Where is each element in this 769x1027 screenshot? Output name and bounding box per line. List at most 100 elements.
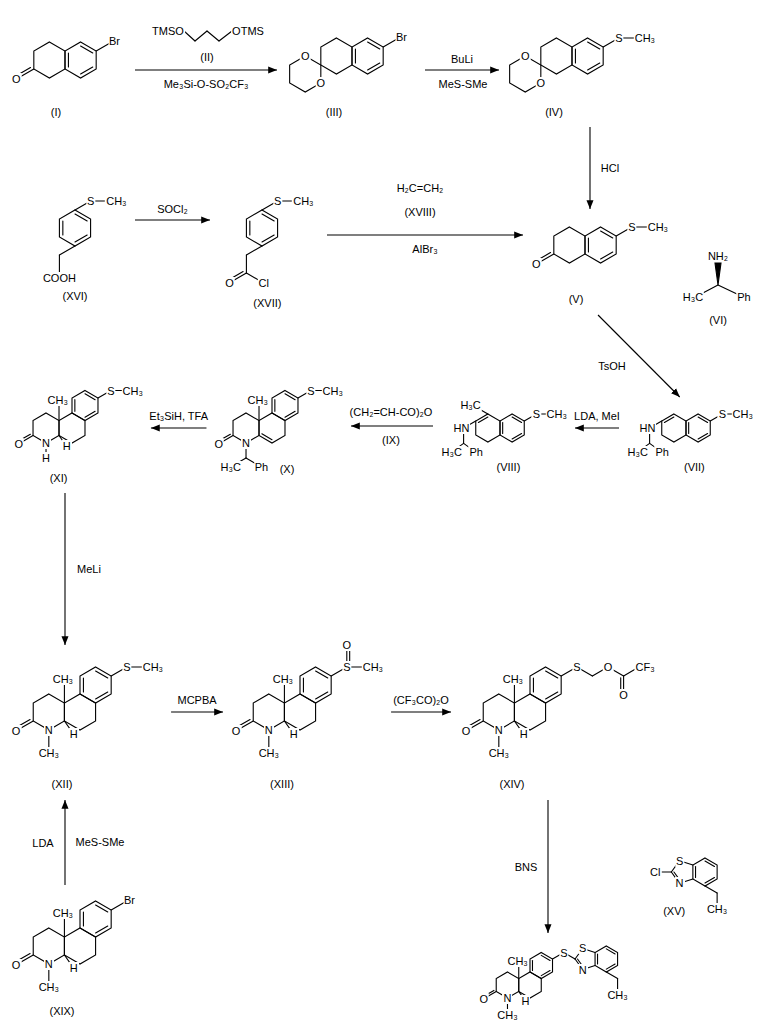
bond-line — [588, 238, 589, 252]
atom-label: S — [627, 221, 636, 233]
bond-line — [98, 391, 111, 399]
bond-line — [246, 255, 247, 273]
formula-text: OTMS — [231, 25, 265, 37]
atom-label: H — [519, 728, 529, 740]
bond-line — [553, 953, 564, 960]
wedge-bond — [715, 263, 721, 285]
reaction-arrow — [589, 127, 590, 209]
atom-label: S — [532, 408, 541, 420]
bond-line — [671, 872, 679, 883]
bond-line — [518, 964, 519, 978]
bond-line — [467, 719, 480, 726]
bond-line — [268, 730, 269, 748]
structure-drawing — [17, 901, 126, 982]
structure-drawing — [537, 227, 652, 263]
bond-line — [96, 905, 108, 912]
atom-label: CH₃ — [272, 673, 294, 685]
structure-drawing — [640, 414, 738, 450]
atom-label: CH₃ — [634, 32, 656, 44]
bond-line — [680, 879, 693, 883]
compound-structure: BrOO(III) — [282, 12, 420, 122]
reagent-label: BNS — [514, 861, 539, 873]
atom-label: CH₃ — [322, 385, 344, 397]
bond-line — [674, 872, 680, 881]
reaction-arrow — [171, 711, 223, 712]
atom-label: O — [536, 77, 547, 89]
bond-line — [111, 667, 127, 676]
bond-line — [96, 671, 108, 678]
bond-line — [64, 721, 71, 731]
atom-label: CH₃ — [52, 673, 74, 685]
bond-line — [220, 434, 231, 440]
atom-label: O — [342, 639, 353, 651]
ring-bonds — [530, 953, 553, 979]
atom-label: H₃C — [441, 446, 463, 458]
structure-drawing — [467, 667, 639, 748]
atom-label: Br — [395, 31, 408, 43]
atom-label: Ph — [468, 446, 483, 458]
atom-label: CH₃ — [142, 661, 164, 673]
reaction-arrow — [135, 219, 210, 220]
atom-label: O — [520, 50, 531, 62]
ring-bonds — [500, 414, 524, 442]
bond-line — [45, 443, 46, 454]
structure-drawing — [485, 946, 618, 1011]
bond-line — [464, 421, 476, 428]
atom-label: O — [213, 438, 224, 450]
bond-line — [620, 678, 621, 691]
atom-label: CH₃ — [38, 747, 60, 759]
atom-label: O — [13, 438, 24, 450]
reagent-label: SOCl₂ — [156, 203, 189, 215]
atom-label: CH₃ — [52, 907, 74, 919]
ring-bonds — [33, 928, 64, 964]
atom-label: S — [578, 942, 587, 954]
reagent-structure: SClNCH₃(XV) — [642, 848, 740, 922]
atom-label: N — [264, 724, 274, 736]
ring-bonds — [253, 694, 284, 730]
bond-line — [262, 235, 274, 242]
atom-label: CH₃ — [706, 903, 728, 915]
compound-structure: BrO(I) — [9, 18, 130, 122]
bond-line — [575, 49, 576, 63]
reaction-arrow — [151, 427, 207, 428]
bond-line — [575, 959, 583, 970]
atom-label: O — [479, 993, 490, 1005]
bond-line — [59, 436, 65, 444]
structure-drawing — [17, 667, 146, 748]
bond-line — [485, 990, 494, 995]
bond-line — [502, 423, 503, 434]
atom-label: H₃C — [220, 461, 242, 473]
compound-number: (XI) — [49, 472, 69, 484]
bond-line — [285, 411, 295, 417]
bond-line — [48, 730, 49, 748]
compound-structure: CH₃SSNCH₃ONCH₃H — [470, 938, 632, 1023]
bond-line — [111, 390, 128, 391]
bond-line — [537, 253, 551, 261]
compound-number: (IX) — [381, 434, 401, 446]
bond-line — [546, 692, 558, 699]
bond-line — [532, 960, 533, 970]
structure-drawing — [220, 391, 328, 466]
bond-line — [659, 871, 672, 872]
bond-line — [718, 285, 737, 294]
compound-structure: SCH₃OO(IV) — [504, 12, 668, 122]
ring-bonds — [686, 414, 710, 442]
reagent-label: MeS-SMe — [438, 78, 489, 90]
bond-line — [316, 671, 328, 678]
atom-label: S — [273, 195, 282, 207]
atom-label: O — [603, 661, 614, 673]
structure-drawing — [454, 407, 552, 450]
reaction-arrow — [64, 800, 65, 885]
atom-label: N — [502, 992, 512, 1004]
atom-label: O — [618, 689, 629, 701]
atom-label: N — [241, 437, 251, 449]
structure-drawing — [290, 38, 399, 92]
reaction-arrow — [135, 69, 277, 70]
bond-line — [229, 272, 243, 280]
reagent-structure: TMSOOTMS(II) — [148, 18, 268, 66]
atom-label: CH₃ — [732, 408, 754, 420]
bond-line — [601, 231, 613, 238]
bond-line — [619, 37, 639, 38]
bond-line — [219, 31, 232, 41]
